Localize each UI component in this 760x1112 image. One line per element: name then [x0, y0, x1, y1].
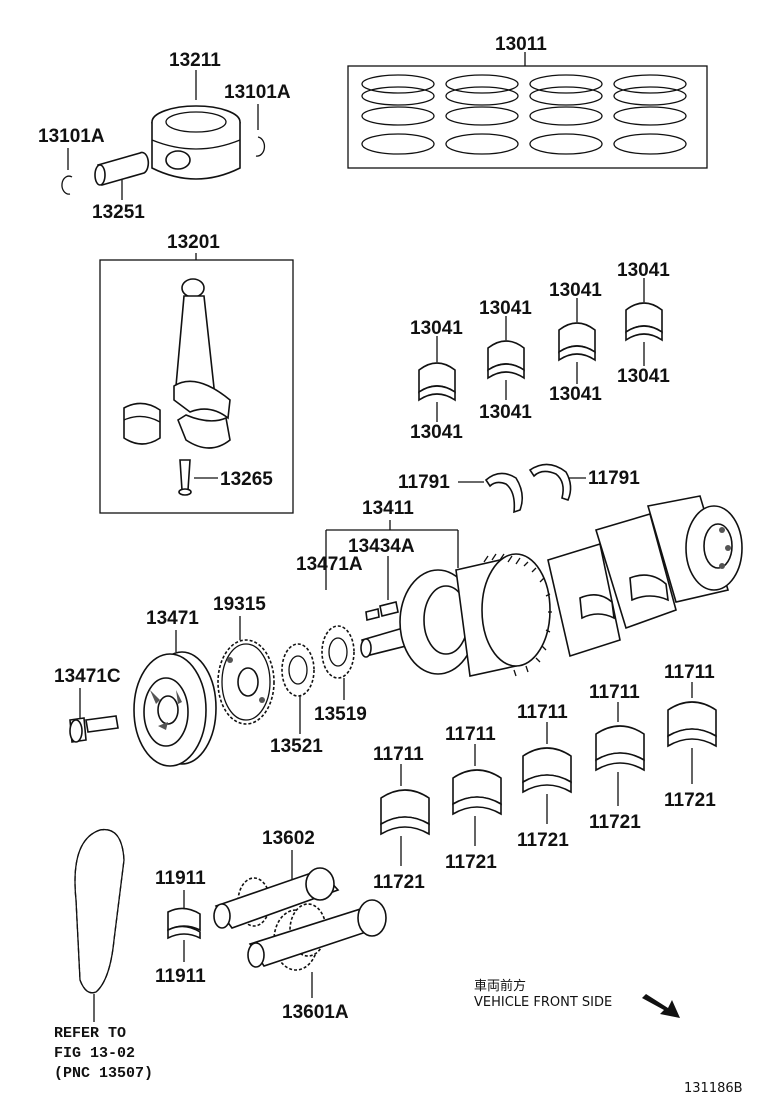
- balancer-bearing-icon: [167, 907, 201, 940]
- main-bearing-upper-label-3: 11711: [517, 702, 568, 723]
- pulley-icon: [133, 651, 217, 767]
- snap-ring-left-label: 13101A: [38, 126, 105, 147]
- key-a-label: 13434A: [348, 536, 415, 557]
- front-arrow-icon: [642, 994, 680, 1018]
- balancer-bearing-label-1: 11911: [155, 868, 206, 889]
- ring-set-box: [347, 65, 708, 169]
- snap-ring-right-icon: [255, 104, 266, 157]
- front-label-jp: 車両前方: [474, 978, 526, 994]
- crankshaft-icon: [360, 495, 743, 677]
- snap-ring-left-icon: [61, 148, 73, 195]
- gear-b-icon: [321, 625, 355, 700]
- front-label-en: VEHICLE FRONT SIDE: [474, 995, 612, 1010]
- rod-bearing-label-4: 13041: [479, 402, 532, 423]
- ring-set-label: 13011: [495, 34, 547, 55]
- figure-id: 131186B: [684, 1081, 743, 1096]
- piston-rings-icon: [361, 74, 687, 155]
- gear-a-label: 13521: [270, 736, 323, 757]
- gear-b-label: 13519: [314, 704, 367, 725]
- connecting-rod-label: 13201: [167, 232, 220, 253]
- main-bearing-upper-label-5: 11711: [664, 662, 715, 683]
- main-bearing-lower-label-2: 11721: [445, 852, 497, 873]
- balancer-bearing-label-2: 11911: [155, 966, 206, 987]
- main-bearing-upper-label-4: 11711: [589, 682, 640, 703]
- piston-label: 13211: [169, 50, 221, 71]
- rod-bearing-label-5: 13041: [549, 280, 602, 301]
- rod-bearing-label-1: 13041: [410, 318, 463, 339]
- piston-pin-label: 13251: [92, 202, 145, 223]
- balancer-upper-label: 13602: [262, 828, 315, 849]
- thrust-washers-icon: [458, 463, 586, 514]
- refer-line-2: FIG 13-02: [54, 1045, 135, 1062]
- main-bearing-upper-label-1: 11711: [373, 744, 424, 765]
- main-bearing-upper-label-2: 11711: [445, 724, 496, 745]
- pulley-label: 13471: [146, 608, 199, 629]
- rod-bolt-label: 13265: [220, 469, 273, 490]
- main-bearing-lower-label-4: 11721: [589, 812, 641, 833]
- key-b-label: 13471A: [296, 554, 363, 575]
- rod-bearings-icon: [418, 278, 663, 422]
- connecting-rod-box: [99, 259, 294, 514]
- sprocket-label: 19315: [213, 594, 266, 615]
- pulley-bolt-icon: [69, 715, 119, 743]
- crankshaft-label: 13411: [362, 498, 414, 519]
- rod-bearing-label-6: 13041: [549, 384, 602, 405]
- rod-bearing-label-3: 13041: [479, 298, 532, 319]
- balancer-shafts-icon: [213, 867, 387, 971]
- main-bearing-lower-label-1: 11721: [373, 872, 425, 893]
- refer-line-3: (PNC 13507): [54, 1065, 153, 1082]
- main-bearing-lower-label-3: 11721: [517, 830, 569, 851]
- thrust-washer-label-1: 11791: [398, 472, 450, 493]
- thrust-washer-label-2: 11791: [588, 468, 640, 489]
- connecting-rod-icon: [123, 278, 231, 496]
- timing-chain-icon: [74, 828, 125, 1022]
- sprocket-icon: [217, 639, 275, 725]
- piston-pin-icon: [94, 151, 150, 200]
- rod-bearing-label-8: 13041: [617, 366, 670, 387]
- gear-a-icon: [281, 643, 315, 734]
- pulley-bolt-label: 13471C: [54, 666, 121, 687]
- rod-bearing-label-2: 13041: [410, 422, 463, 443]
- main-bearing-lower-label-5: 11721: [664, 790, 716, 811]
- snap-ring-right-label: 13101A: [224, 82, 291, 103]
- balancer-lower-label: 13601A: [282, 1002, 349, 1023]
- rod-bearing-label-7: 13041: [617, 260, 670, 281]
- main-bearings-icon: [380, 682, 717, 866]
- piston-icon: [151, 70, 241, 180]
- refer-line-1: REFER TO: [54, 1025, 126, 1042]
